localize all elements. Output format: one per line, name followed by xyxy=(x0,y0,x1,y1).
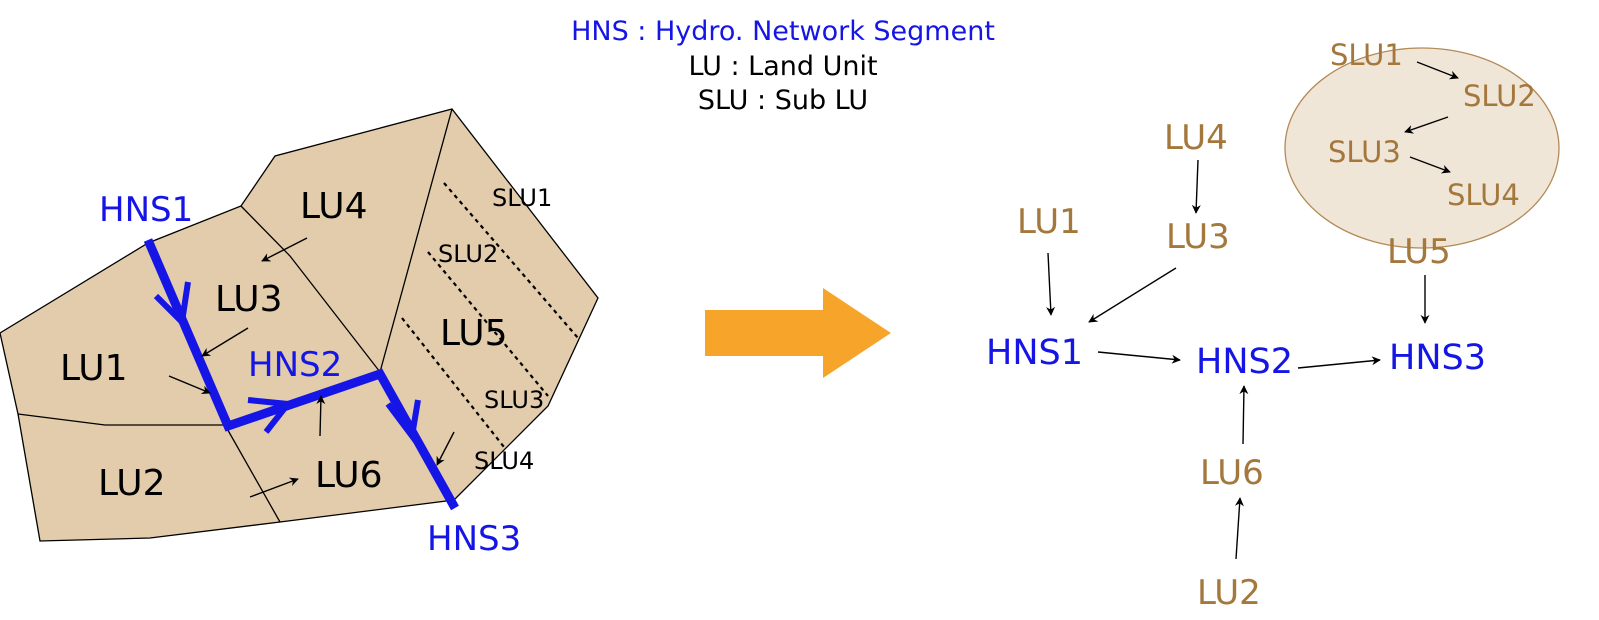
hydro-direction-markers xyxy=(153,281,421,444)
slu-bubble xyxy=(1284,47,1560,249)
legend: HNS : Hydro. Network Segment LU : Land U… xyxy=(571,16,995,116)
legend-lu: LU : Land Unit xyxy=(688,51,877,82)
hns-path xyxy=(143,238,459,511)
graph-node-lu2: LU2 xyxy=(1197,573,1261,613)
graph-node-hns1: HNS1 xyxy=(986,333,1083,373)
map-label-hns1: HNS1 xyxy=(99,190,193,230)
hydro-network xyxy=(143,238,459,511)
graph-node-slu4: SLU4 xyxy=(1447,178,1520,212)
map-label-lu3: LU3 xyxy=(215,279,283,320)
map-label-slu2: SLU2 xyxy=(438,240,498,268)
graph-arrows xyxy=(1046,61,1459,560)
graph-node-slu1: SLU1 xyxy=(1330,38,1403,72)
transform-arrow xyxy=(705,288,891,378)
map-label-slu1: SLU1 xyxy=(492,184,552,212)
map-label-lu6: LU6 xyxy=(315,455,383,496)
map-label-lu4: LU4 xyxy=(300,186,368,227)
graph-node-hns2: HNS2 xyxy=(1196,342,1293,382)
map-flow-arrows xyxy=(168,237,455,498)
graph-node-lu4: LU4 xyxy=(1164,118,1228,158)
land-unit-boundaries xyxy=(17,108,453,523)
map-label-hns2: HNS2 xyxy=(248,345,342,385)
legend-slu: SLU : Sub LU xyxy=(698,85,868,116)
graph-lu-nodes: LU4 LU1 LU3 LU5 LU6 LU2 xyxy=(1017,118,1451,613)
map-label-hns3: HNS3 xyxy=(427,519,521,559)
map-label-slu3: SLU3 xyxy=(484,386,544,414)
map-label-lu1: LU1 xyxy=(60,348,128,389)
map-label-lu2: LU2 xyxy=(98,463,166,504)
map-lu-labels: LU1 LU2 LU3 LU4 LU5 LU6 xyxy=(60,186,508,504)
connectivity-graph: LU4 LU1 LU3 LU5 LU6 LU2 SLU1 SLU2 SLU3 S… xyxy=(986,38,1560,613)
map-label-lu5: LU5 xyxy=(440,313,508,354)
map-slu-labels: SLU1 SLU2 SLU3 SLU4 xyxy=(438,184,552,475)
graph-node-hns3: HNS3 xyxy=(1389,338,1486,378)
land-map: LU1 LU2 LU3 LU4 LU5 LU6 SLU1 SLU2 SLU3 S… xyxy=(0,108,599,559)
graph-node-lu1: LU1 xyxy=(1017,202,1081,242)
watershed-outline xyxy=(0,108,599,542)
sub-unit-dividers xyxy=(401,182,579,448)
legend-hns: HNS : Hydro. Network Segment xyxy=(571,16,995,47)
graph-node-lu6: LU6 xyxy=(1200,453,1264,493)
map-hns-labels: HNS1 HNS2 HNS3 xyxy=(99,190,521,559)
graph-node-lu5: LU5 xyxy=(1387,232,1451,272)
graph-node-lu3: LU3 xyxy=(1166,217,1230,257)
graph-node-slu2: SLU2 xyxy=(1463,79,1536,113)
graph-hns-nodes: HNS1 HNS2 HNS3 xyxy=(986,333,1486,382)
graph-slu-nodes: SLU1 SLU2 SLU3 SLU4 xyxy=(1328,38,1536,212)
graph-node-slu3: SLU3 xyxy=(1328,135,1401,169)
map-label-slu4: SLU4 xyxy=(474,447,534,475)
